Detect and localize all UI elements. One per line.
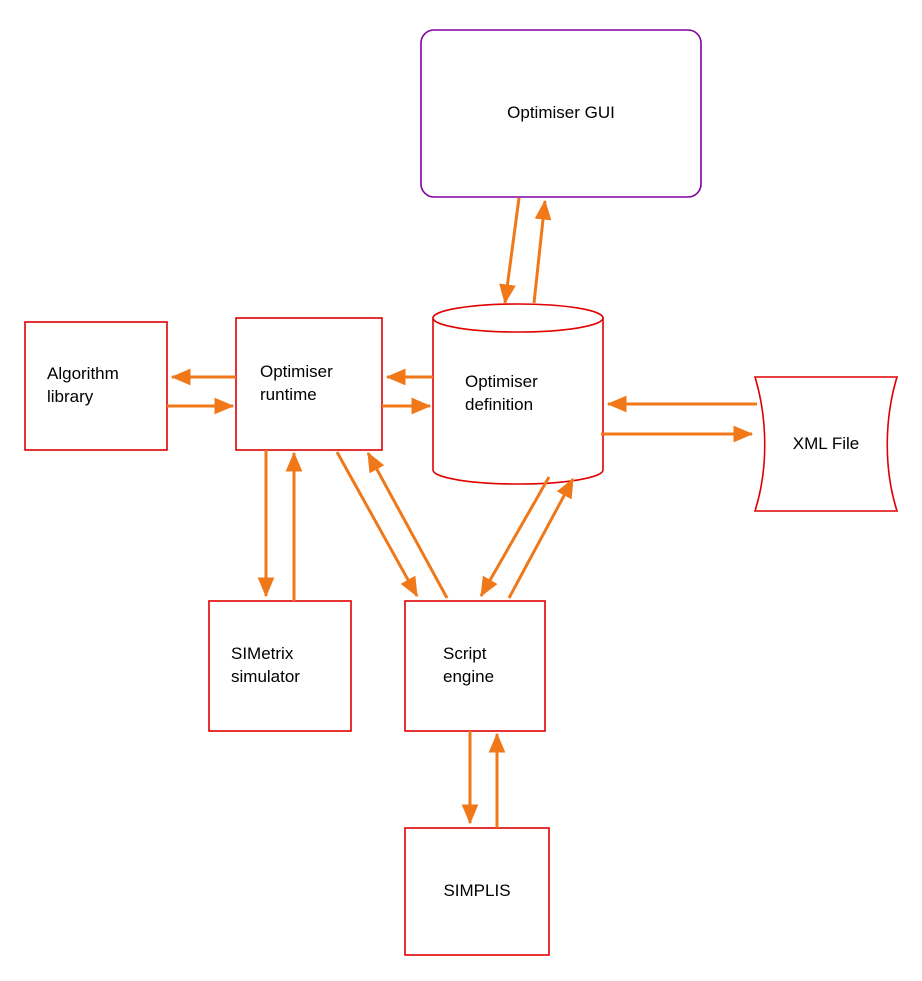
node-shape-optimiser-runtime[interactable]: [235, 317, 383, 451]
node-shape-simetrix-simulator[interactable]: [208, 600, 352, 732]
connector-definition-to-gui: [532, 199, 552, 304]
node-shape-algorithm-library[interactable]: [24, 321, 168, 451]
connector-gui-to-definition: [499, 197, 521, 305]
node-shape-xml-file[interactable]: [753, 376, 899, 512]
connector-script-to-definition: [507, 477, 575, 599]
node-shape-optimiser-definition[interactable]: [432, 303, 604, 485]
connector-runtime-to-script: [335, 451, 419, 598]
node-shape-simplis[interactable]: [404, 827, 550, 956]
node-shape-script-engine[interactable]: [404, 600, 546, 732]
connector-definition-to-script: [479, 476, 551, 598]
connector-script-to-runtime: [366, 451, 449, 599]
node-shape-optimiser-gui[interactable]: [420, 29, 702, 198]
